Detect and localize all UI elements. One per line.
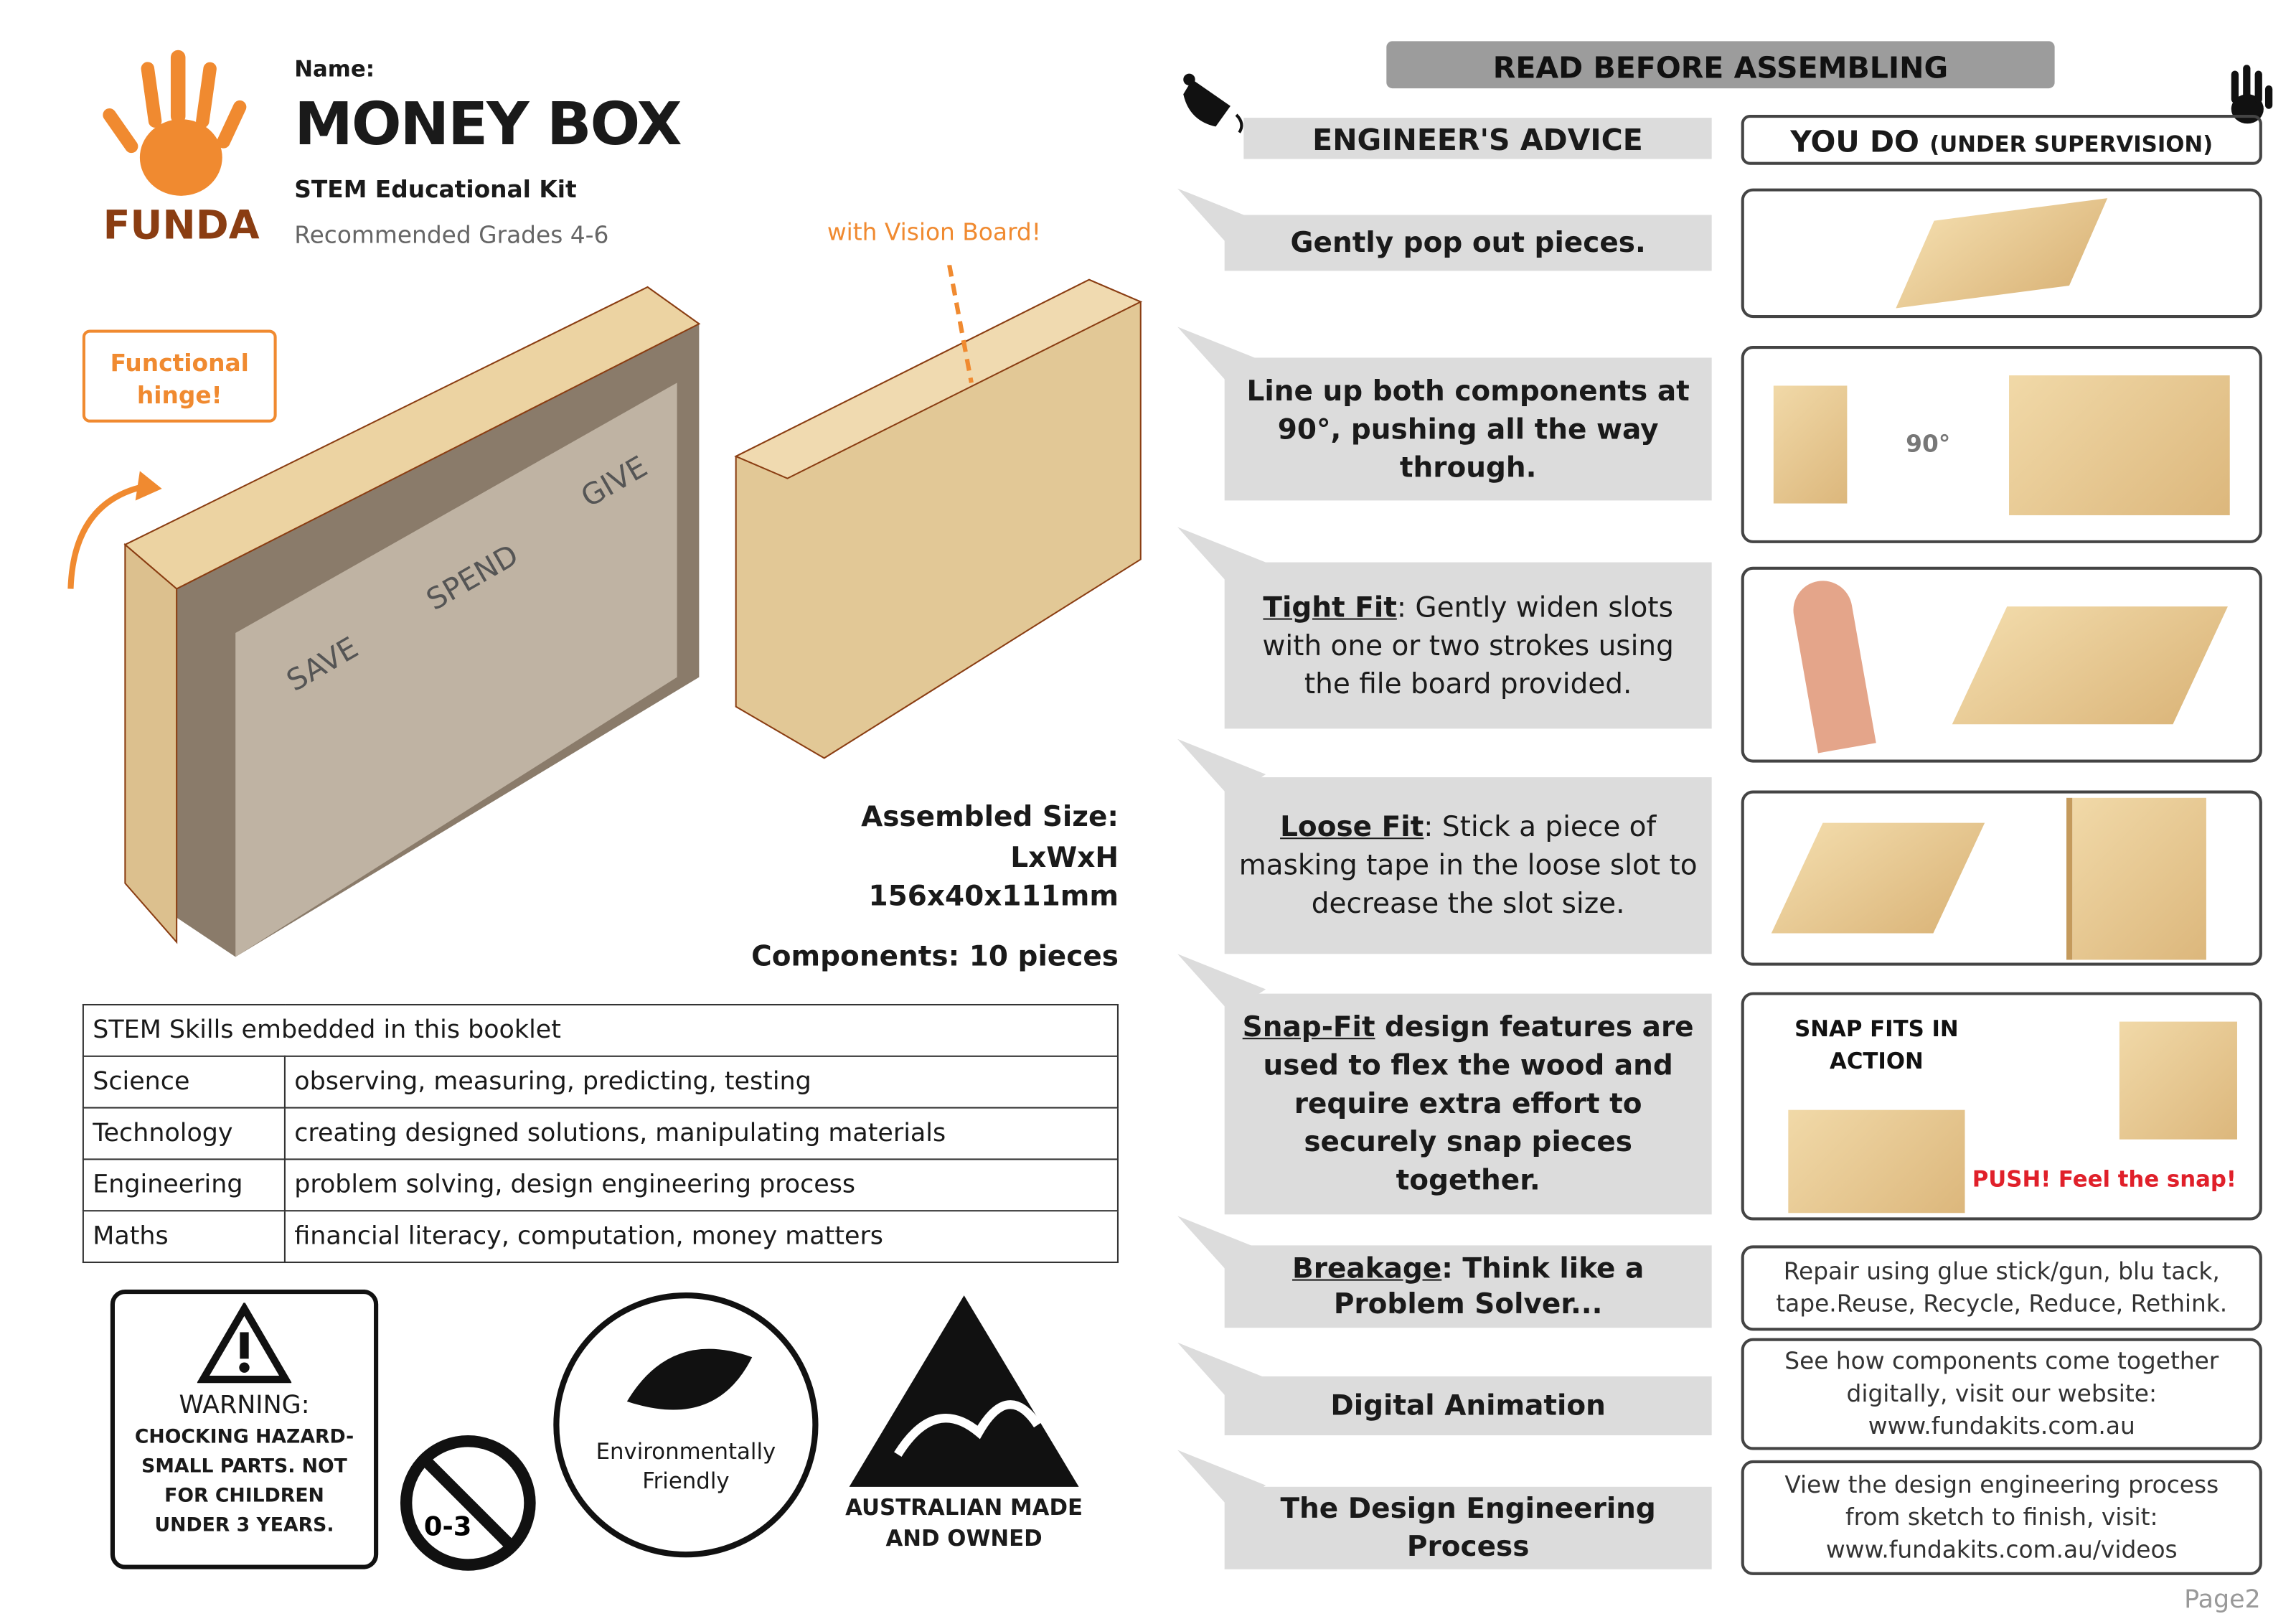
warning-triangle-icon — [197, 1301, 292, 1384]
page-number: Page2 — [2184, 1585, 2261, 1615]
hinge-callout: Functional hinge! — [82, 329, 277, 423]
leaf-icon — [626, 1348, 753, 1410]
advice-design-process: The Design Engineering Process — [1177, 1450, 1712, 1569]
advice-text: Tight Fit: Gently widen slots with one o… — [1236, 588, 1700, 703]
snap-fit-image: SNAP FITS IN ACTION PUSH! Feel the snap! — [1741, 992, 2262, 1221]
hinge-line1: Functional — [110, 349, 249, 377]
push-note: PUSH! Feel the snap! — [1972, 1165, 2236, 1193]
table-header: STEM Skills embedded in this booklet — [82, 1003, 1119, 1057]
file-board — [1788, 576, 1876, 754]
advice-digital-animation: Digital Animation — [1177, 1342, 1712, 1436]
dims-label: LxWxH — [1010, 842, 1119, 875]
tight-fit-image — [1741, 566, 2262, 763]
vision-board-callout: with Vision Board! — [827, 217, 1041, 246]
skills-cell: observing, measuring, predicting, testin… — [283, 1055, 1119, 1109]
advice-snap-fit: Snap-Fit design features are used to fle… — [1177, 954, 1712, 1215]
assembled-size-label: Assembled Size: — [861, 800, 1119, 834]
wood-piece — [1773, 385, 1848, 504]
line-up-image: 90° — [1741, 346, 2262, 543]
grades: Recommended Grades 4-6 — [294, 220, 609, 249]
advice-text: Loose Fit: Stick a piece of masking tape… — [1236, 808, 1700, 923]
skills-cell: creating designed solutions, manipulatin… — [283, 1107, 1119, 1160]
advice-body: : Gently widen slots with one or two str… — [1262, 591, 1674, 700]
supervision-note: (UNDER SUPERVISION) — [1929, 131, 2213, 158]
advice-text: Line up both components at 90°, pushing … — [1224, 357, 1712, 501]
subject-cell: Maths — [82, 1210, 286, 1264]
repair-note: Repair using glue stick/gun, blu tack, t… — [1741, 1245, 2262, 1331]
advice-line-up: Line up both components at 90°, pushing … — [1177, 327, 1712, 501]
advice-body: : Stick a piece of masking tape in the l… — [1238, 811, 1698, 921]
engineers-advice-header: ENGINEER'S ADVICE — [1243, 118, 1712, 159]
wood-corner — [2066, 797, 2206, 959]
you-do-label: YOU DO — [1790, 123, 1919, 159]
subject-cell: Technology — [82, 1107, 286, 1160]
wood-piece — [1788, 1109, 1965, 1214]
advice-lead: Tight Fit — [1263, 591, 1397, 624]
snap-fits-title: SNAP FITS IN ACTION — [1794, 1015, 1959, 1075]
eco-badge: Environmentally Friendly — [553, 1292, 819, 1558]
name-label: Name: — [294, 55, 375, 83]
advice-text: Digital Animation — [1224, 1376, 1712, 1436]
advice-lead: Loose Fit — [1280, 811, 1424, 844]
warning-badge: WARNING: CHOCKING HAZARD-SMALL PARTS. NO… — [110, 1289, 379, 1569]
subtitle: STEM Educational Kit — [294, 175, 577, 204]
advice-body: : Think like a Problem Solver... — [1333, 1252, 1645, 1321]
wood-piece — [1952, 606, 2228, 724]
wood-piece — [1772, 822, 1985, 934]
bell-icon — [1183, 73, 1243, 133]
advice-lead: Snap-Fit — [1242, 1011, 1375, 1044]
videos-note[interactable]: View the design engineering process from… — [1741, 1460, 2262, 1575]
website-note[interactable]: See how components come together digital… — [1741, 1338, 2262, 1450]
brand-name: FUNDA — [103, 203, 260, 249]
australian-made-logo-icon — [849, 1295, 1079, 1487]
advice-breakage: Breakage: Think like a Problem Solver... — [1177, 1216, 1712, 1328]
skills-table: STEM Skills embedded in this booklet Sci… — [82, 1003, 1119, 1264]
pop-out-image — [1741, 188, 2262, 319]
advice-text: Breakage: Think like a Problem Solver... — [1236, 1252, 1700, 1322]
subject-cell: Engineering — [82, 1158, 286, 1212]
australian-made-text: AUSTRALIAN MADE AND OWNED — [832, 1493, 1096, 1554]
advice-text: Snap-Fit design features are used to fle… — [1236, 1008, 1700, 1200]
advice-pop-out: Gently pop out pieces. — [1177, 188, 1712, 271]
money-box-illustration: SAVE SPEND GIVE — [67, 265, 1143, 957]
advice-lead: Breakage — [1292, 1252, 1442, 1285]
funda-hand-logo-icon — [103, 50, 247, 196]
dims-value: 156x40x111mm — [868, 880, 1119, 913]
warning-text: CHOCKING HAZARD-SMALL PARTS. NOT FOR CHI… — [134, 1426, 354, 1537]
advice-text: Gently pop out pieces. — [1224, 215, 1712, 271]
no-under-3-icon: 0-3 — [400, 1435, 536, 1571]
advice-text: The Design Engineering Process — [1224, 1486, 1712, 1569]
read-before-banner: READ BEFORE ASSEMBLING — [1386, 41, 2055, 89]
angle-label: 90° — [1906, 429, 1951, 458]
loose-fit-image — [1741, 790, 2262, 966]
table-row: STEM Skills embedded in this booklet — [82, 1003, 1119, 1057]
skills-cell: problem solving, design engineering proc… — [283, 1158, 1119, 1212]
advice-body: design features are used to flex the woo… — [1263, 1011, 1694, 1197]
you-do-header: YOU DO (UNDER SUPERVISION) — [1741, 115, 2262, 165]
hinge-line2: hinge! — [136, 381, 222, 410]
page-title: MONEY BOX — [294, 91, 682, 159]
subject-cell: Science — [82, 1055, 286, 1109]
components-count: Components: 10 pieces — [751, 940, 1119, 973]
aus-line1: AUSTRALIAN MADE — [845, 1494, 1083, 1521]
advice-tight-fit: Tight Fit: Gently widen slots with one o… — [1177, 527, 1712, 729]
wood-corner — [2119, 1021, 2237, 1140]
aus-line2: AND OWNED — [885, 1525, 1043, 1552]
eco-text: Environmentally Friendly — [596, 1438, 776, 1495]
wood-piece — [1896, 198, 2108, 309]
wood-piece — [2009, 375, 2230, 515]
advice-loose-fit: Loose Fit: Stick a piece of masking tape… — [1177, 738, 1712, 954]
warning-title: WARNING: — [179, 1391, 310, 1421]
skills-cell: financial literacy, computation, money m… — [283, 1210, 1119, 1264]
age-label: 0-3 — [424, 1511, 472, 1542]
